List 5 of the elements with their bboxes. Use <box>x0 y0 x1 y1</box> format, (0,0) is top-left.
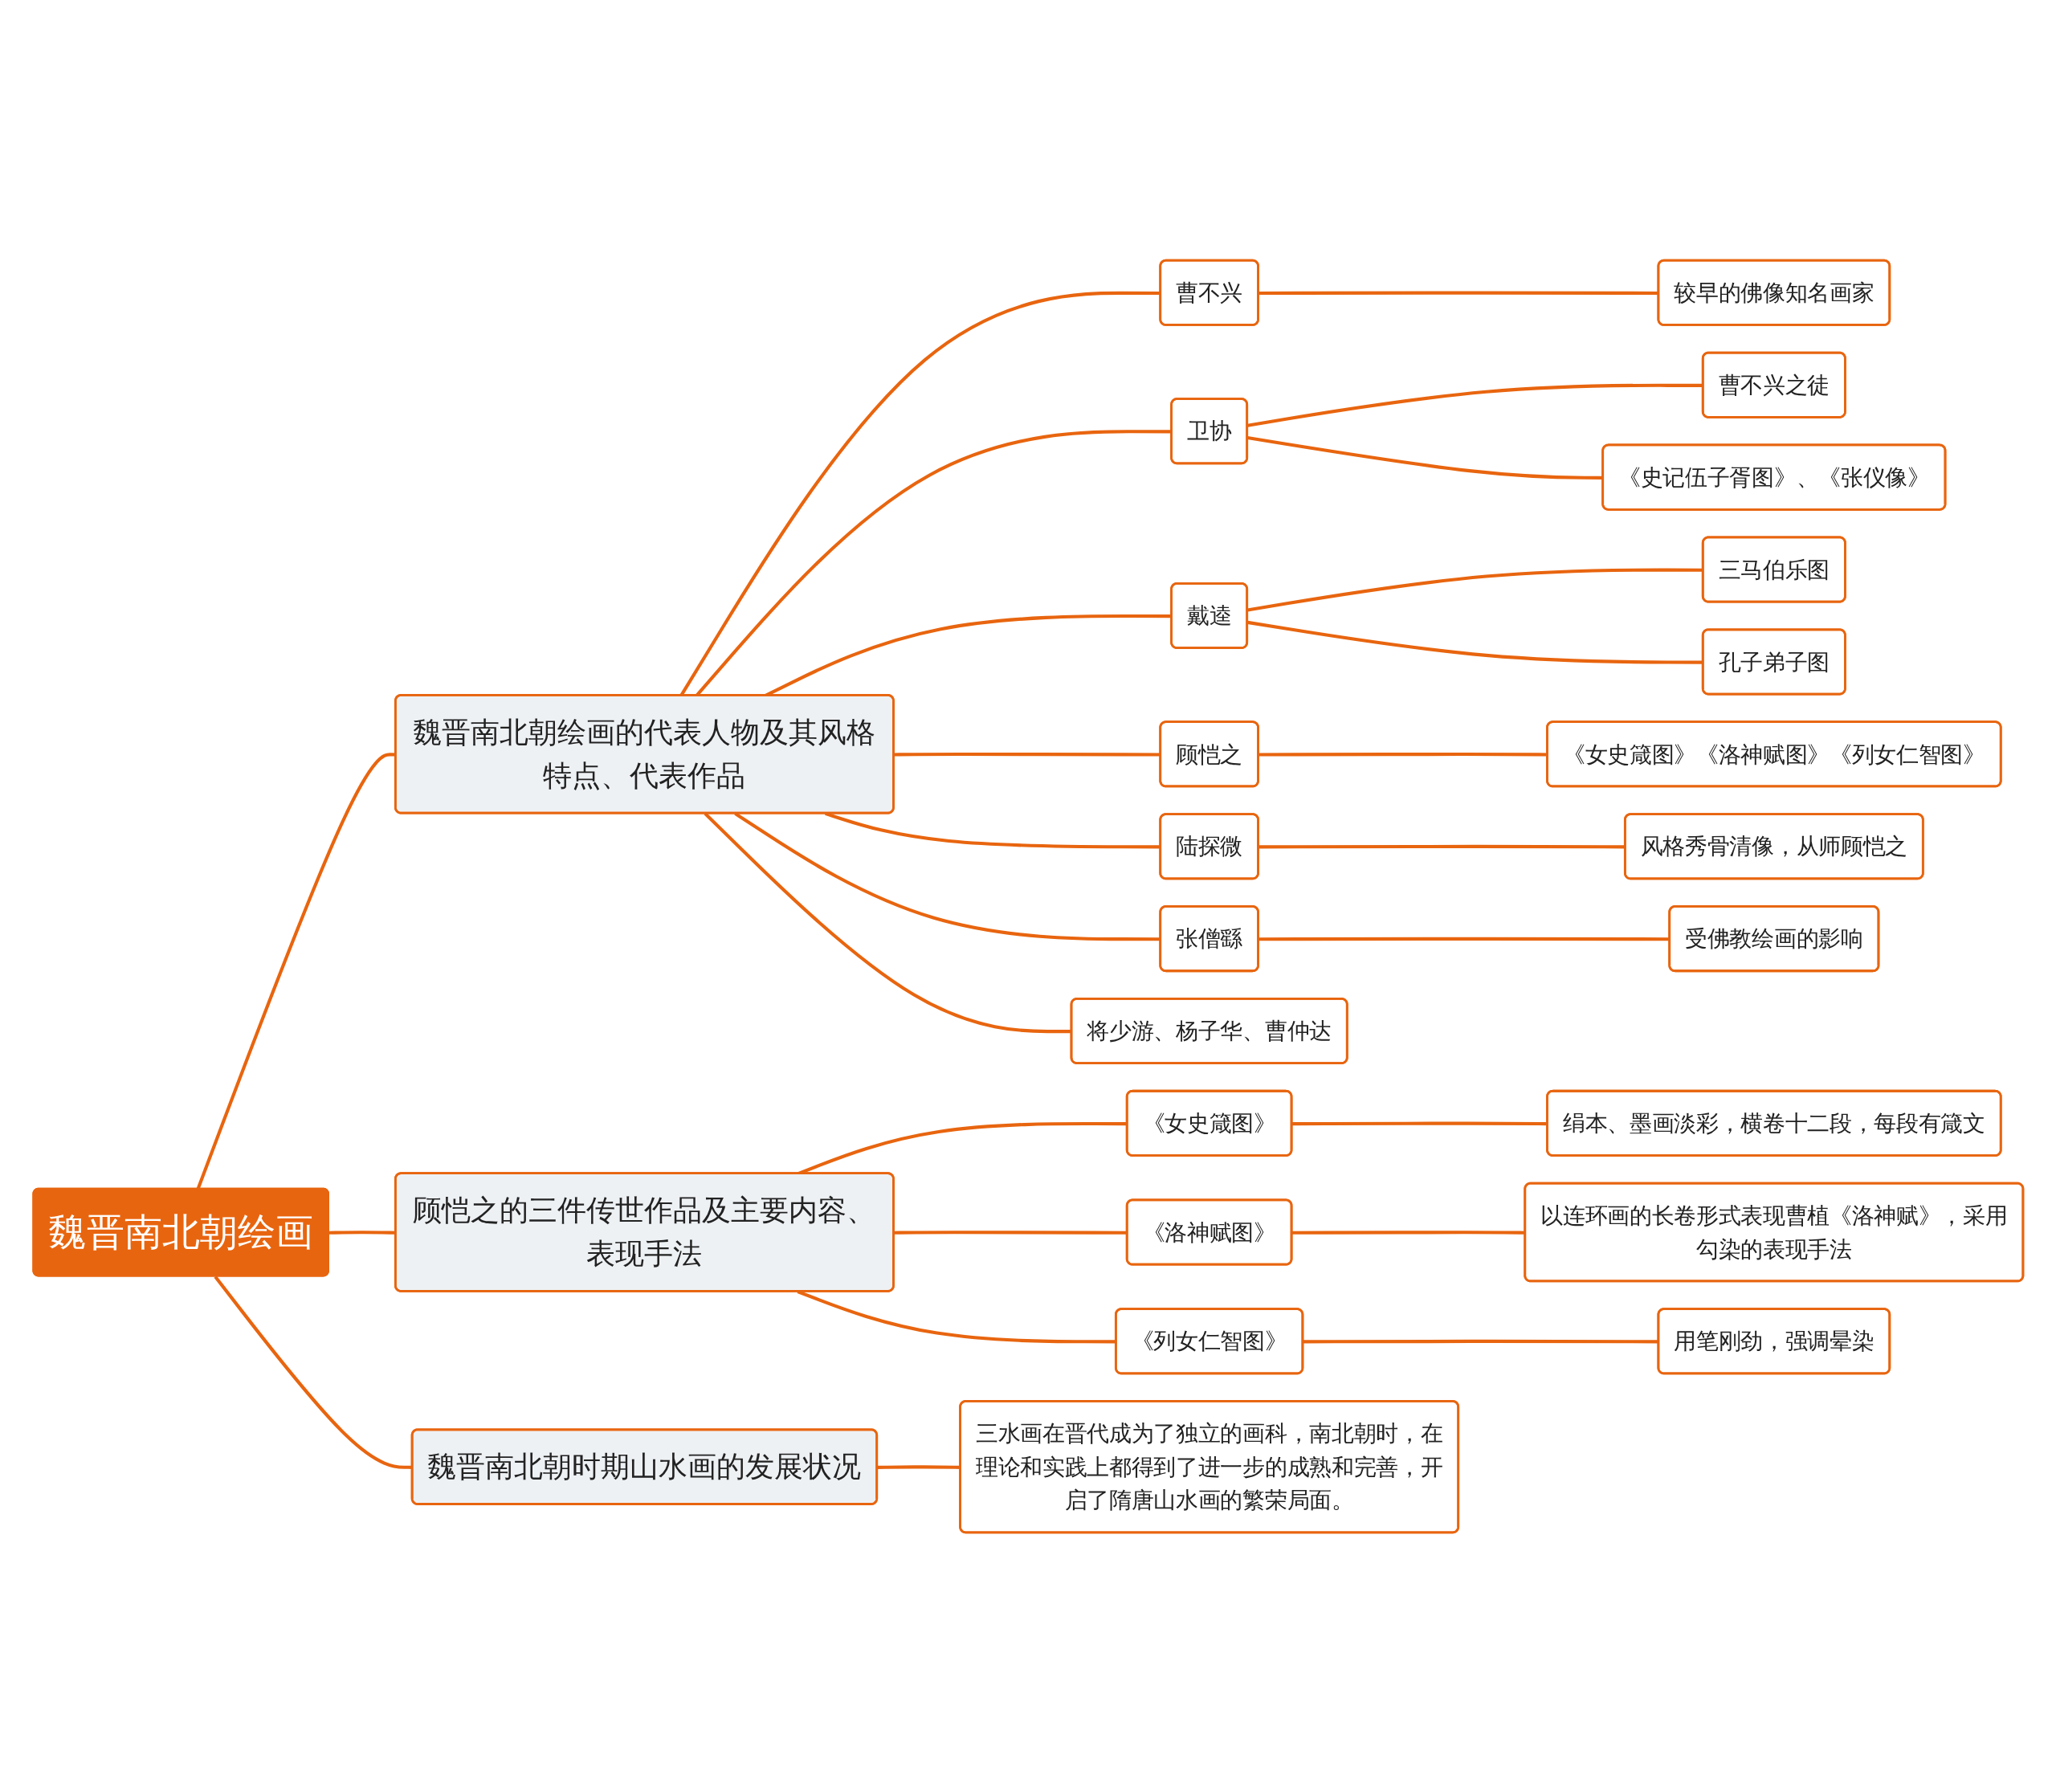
connector <box>1247 383 1703 427</box>
connector <box>214 1275 413 1469</box>
connector <box>894 1230 1128 1235</box>
connector <box>1247 620 1703 664</box>
connector <box>1247 568 1703 611</box>
